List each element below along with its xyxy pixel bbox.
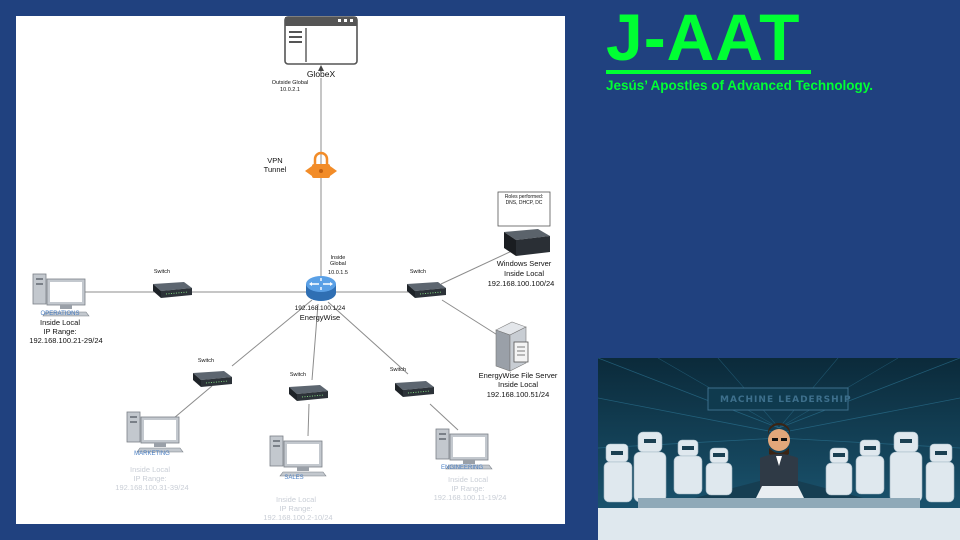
router-nat-label: Inside Global [330, 255, 346, 268]
engineering-range-label: IP Range: [451, 484, 485, 493]
marketing-range: 192.168.100.31-39/24 [115, 483, 189, 492]
marketing-nat-label: Inside Local [129, 465, 171, 474]
windows-server-icon [497, 191, 551, 256]
router-lan-ip: 192.168.100.1/24 [294, 305, 346, 312]
brand-underline [606, 70, 811, 74]
operations-range-label: IP Range: [43, 327, 77, 336]
brand-tagline: Jesús’ Apostles of Advanced Technology. [606, 78, 874, 93]
sales-range: 192.168.100.2-10/24 [263, 513, 333, 522]
link-router-switch-engineering [327, 301, 409, 375]
switch-icon-sales [289, 385, 328, 401]
router-name: EnergyWise [299, 313, 341, 322]
promo-image: MACHINE LEADERSHIP [598, 358, 960, 540]
engineering-range: 192.168.100.11-19/24 [433, 493, 507, 502]
file-server-ip: 192.168.100.51/24 [486, 390, 550, 399]
marketing-range-label: IP Range: [133, 474, 167, 483]
link-router-switch-marketing [231, 299, 313, 367]
brand-title: J-AAT [606, 0, 801, 74]
file-server-name: EnergyWise File Server [478, 371, 558, 380]
windows-server-ip: 192.168.100.100/24 [487, 279, 555, 288]
operations-range: 192.168.100.21-29/24 [29, 336, 103, 345]
promo-caption: MACHINE LEADERSHIP [720, 395, 852, 405]
globex-name: GlobeX [306, 69, 336, 79]
globex-window-icon [284, 16, 358, 71]
file-server-icon [495, 321, 529, 372]
operations-computer-icon [32, 273, 90, 317]
switch-label-operations: Switch [153, 269, 171, 275]
sales-range-label: IP Range: [279, 504, 313, 513]
engineering-computer-icon [435, 428, 493, 470]
link-switch-fileserver [441, 299, 500, 337]
router-icon [306, 276, 336, 301]
link-router-switch-sales [311, 303, 319, 381]
globex-ip: 10.0.2.1 [280, 87, 300, 93]
file-server-nat-label: Inside Local [497, 380, 539, 389]
windows-server-nat-label: Inside Local [503, 269, 545, 278]
diagram-canvas [32, 16, 551, 477]
robots-meeting-illustration [598, 358, 960, 540]
engineering-nat-label: Inside Local [447, 475, 489, 484]
switch-label-sales: Switch [289, 372, 307, 378]
switch-icon-engineering [395, 381, 434, 397]
switch-label-engineering: Switch [389, 367, 407, 373]
sales-name: SALES [284, 475, 304, 481]
vpn-tunnel-label: VPN Tunnel [263, 156, 287, 174]
windows-server-name: Windows Server [496, 259, 552, 268]
sales-computer-icon [269, 435, 327, 477]
operations-name: OPERATIONS [40, 311, 80, 317]
router-inside-global-ip: 10.0.1.5 [328, 270, 348, 276]
marketing-name: MARKETING [134, 451, 170, 457]
windows-server-roles: Roles performed: DNS, DHCP, DC [504, 194, 544, 206]
link-switch-marketing [173, 385, 213, 419]
sales-nat-label: Inside Local [275, 495, 317, 504]
vpn-lock-icon [305, 151, 337, 178]
network-diagram: GlobeX Outside Global 10.0.2.1 VPN Tunne… [16, 16, 565, 524]
marketing-computer-icon [126, 411, 184, 453]
globex-nat-label: Outside Global [271, 80, 309, 86]
link-switch-engineering [429, 403, 459, 431]
switch-icon-east [407, 282, 446, 298]
link-switch-sales [307, 403, 310, 437]
engineering-name: ENGINEERING [440, 465, 483, 471]
network-links [76, 78, 515, 437]
switch-label-east: Switch [409, 269, 427, 275]
switch-label-marketing: Switch [197, 358, 215, 364]
link-switch-winserver [440, 249, 515, 285]
switch-icon-marketing [193, 371, 232, 387]
operations-nat-label: Inside Local [39, 318, 81, 327]
switch-icon-operations [153, 282, 192, 298]
